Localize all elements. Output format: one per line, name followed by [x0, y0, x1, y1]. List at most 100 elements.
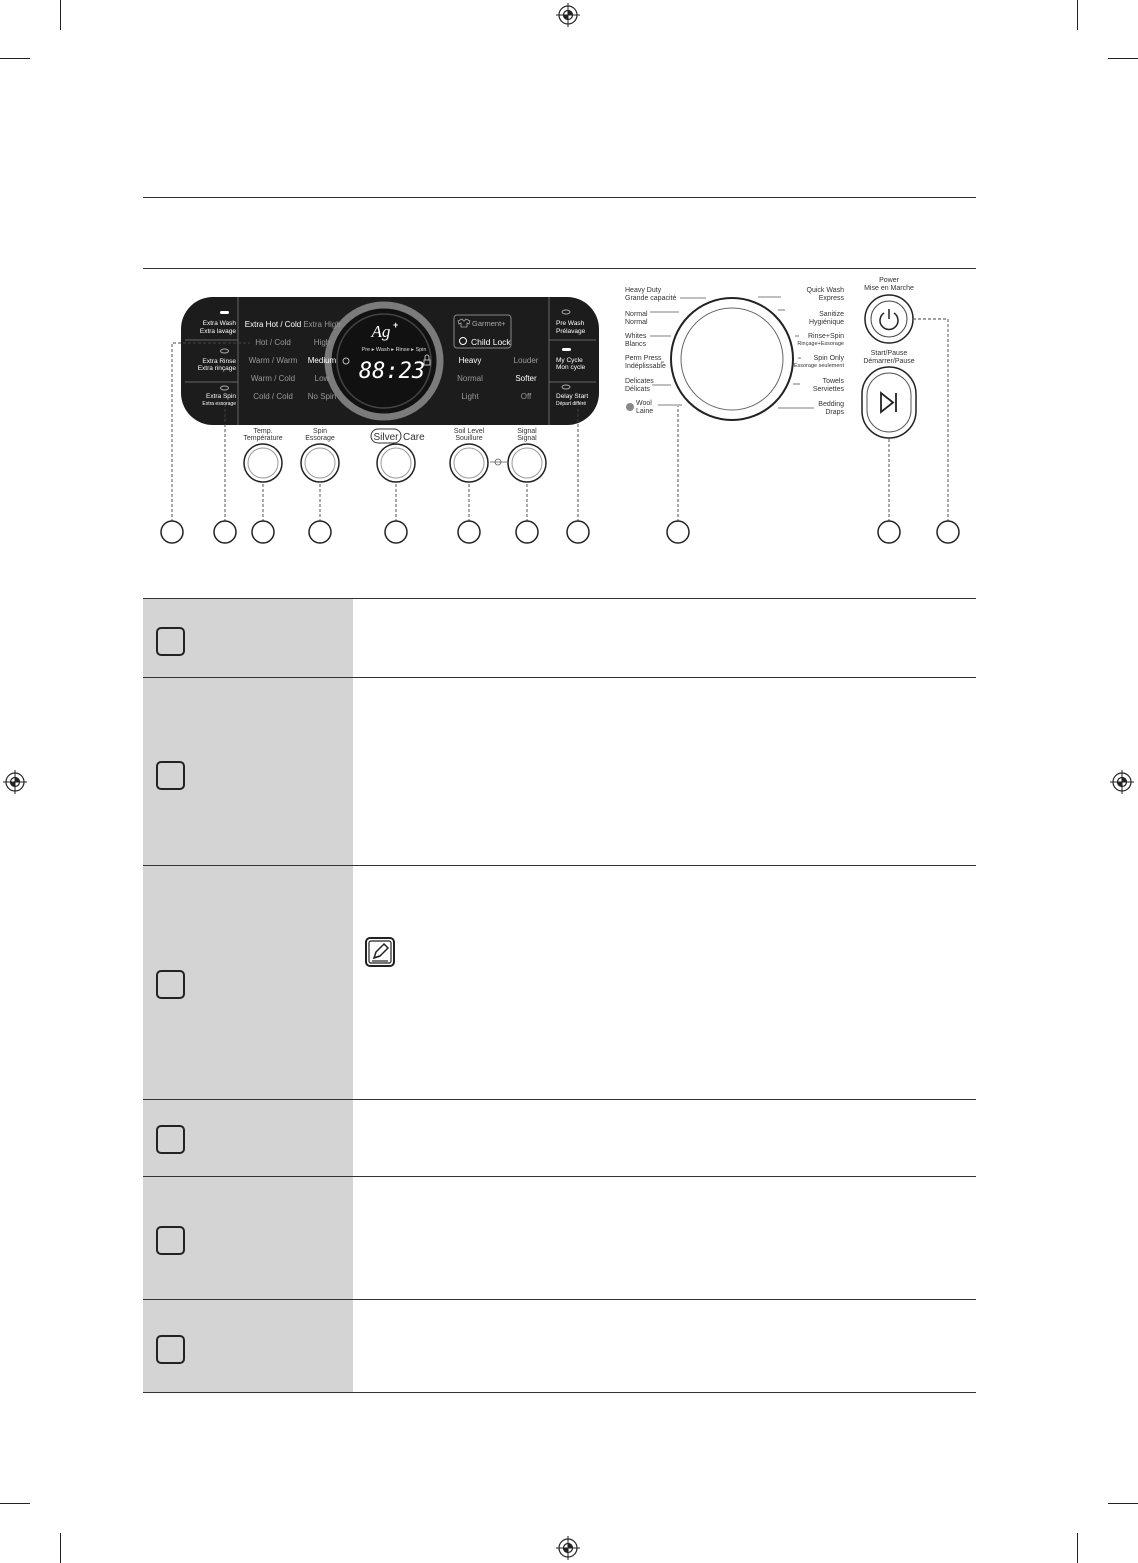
link-icon — [490, 458, 507, 466]
registration-mark-top — [556, 3, 580, 27]
crop-mark — [0, 58, 30, 59]
start-pause-button[interactable] — [862, 367, 916, 438]
delay-start-button[interactable] — [549, 383, 596, 423]
knob-label-soil-fr: Souillure — [455, 435, 482, 442]
dial-label: Express — [819, 295, 845, 302]
crop-mark — [60, 0, 61, 30]
spin-knob[interactable] — [301, 444, 339, 482]
dial-label: Délicats — [625, 386, 650, 393]
spin-level: Medium — [308, 356, 337, 365]
dial-label: Heavy Duty — [625, 287, 662, 294]
power-label-fr: Mise en Marche — [864, 285, 914, 292]
pre-wash-label: Pre Wash — [556, 320, 585, 327]
cycle-selector-dial[interactable] — [671, 298, 793, 420]
extra-wash-fr: Extra lavage — [200, 328, 237, 335]
row-number-box — [156, 1125, 185, 1154]
right-option-indicators — [561, 309, 571, 390]
dial-label: Spin Only — [814, 355, 845, 362]
knob-label-soil: Soil Level — [454, 428, 485, 435]
extra-rinse-button[interactable] — [185, 341, 238, 382]
signal-level: Off — [521, 392, 532, 401]
dial-label: Wool — [636, 400, 652, 407]
dial-leader-lines — [650, 296, 814, 409]
start-label-fr: Démarrer/Pause — [863, 358, 914, 365]
table-row — [143, 1299, 976, 1393]
extra-spin-button[interactable] — [185, 383, 238, 423]
my-cycle-button[interactable] — [549, 341, 596, 382]
display-ring — [324, 301, 444, 421]
soil-level-knob[interactable] — [450, 444, 488, 482]
pre-wash-button[interactable] — [549, 300, 596, 340]
silvercare-silver: Silver — [373, 432, 399, 443]
dial-label: Serviettes — [813, 386, 845, 393]
row-number-box — [156, 627, 185, 656]
wool-icon — [626, 403, 634, 411]
time-display: 88:23 — [359, 359, 425, 384]
garment-shirt-icon — [457, 318, 471, 328]
extra-wash-button[interactable] — [185, 300, 238, 340]
temp-knob[interactable] — [244, 444, 282, 482]
lock-icon — [423, 359, 431, 366]
header-rule-top — [143, 197, 976, 198]
signal-level: Softer — [515, 374, 537, 383]
table-row-header — [143, 678, 353, 866]
dial-label: Rinse+Spin — [808, 333, 844, 340]
row-number-box — [156, 761, 185, 790]
soil-level: Heavy — [459, 356, 482, 365]
dial-label: Delicates — [625, 378, 654, 385]
table-row-header — [143, 1300, 353, 1393]
power-button[interactable] — [865, 295, 913, 343]
dial-label: Laine — [636, 408, 653, 415]
power-icon — [879, 309, 899, 331]
note-icon — [365, 937, 395, 967]
table-row — [143, 1176, 976, 1300]
pre-wash-fr: Prélavage — [556, 328, 586, 335]
row-number-box — [156, 1226, 185, 1255]
dial-label: Rinçage+Essorage — [797, 341, 844, 347]
temp-level: Warm / Cold — [251, 374, 295, 383]
registration-mark-bottom — [556, 1536, 580, 1560]
silvercare-knob[interactable] — [377, 444, 415, 482]
registration-mark-left — [3, 770, 27, 794]
dial-label: Quick Wash — [807, 287, 845, 294]
silvercare-care: Care — [403, 432, 425, 443]
start-label: Start/Pause — [871, 350, 908, 357]
crop-mark — [1108, 58, 1138, 59]
row-number-box — [156, 1335, 185, 1364]
dial-label: Essorage seulement — [794, 363, 845, 369]
dial-label: Perm Press — [625, 355, 662, 362]
table-row — [143, 1099, 976, 1177]
garment-label: Garment+ — [472, 319, 506, 328]
callout-circles — [160, 520, 960, 544]
my-cycle-label: My Cycle — [556, 357, 583, 364]
dial-label: Normal — [625, 319, 648, 326]
table-row-header — [143, 1177, 353, 1300]
dial-label: Indéplissable — [625, 363, 666, 370]
spin-level: Extra High — [303, 320, 340, 329]
delay-start-label: Delay Start — [556, 393, 588, 400]
crop-mark — [1108, 1503, 1138, 1504]
my-cycle-fr: Mon cycle — [556, 364, 586, 371]
soil-level: Normal — [457, 374, 483, 383]
knobs — [243, 443, 547, 483]
ag-plus: + — [393, 320, 398, 330]
dial-label: Normal — [625, 311, 648, 318]
table-row-header — [143, 866, 353, 1100]
delay-start-fr: Départ différé — [556, 401, 586, 407]
signal-knob[interactable] — [508, 444, 546, 482]
table-row — [143, 677, 976, 866]
crop-mark — [0, 1503, 30, 1504]
spin-level: No Spin — [308, 392, 336, 401]
knob-label-spin-fr: Essorage — [305, 435, 335, 442]
power-label: Power — [879, 277, 900, 284]
dial-label: Sanitize — [819, 311, 844, 318]
crop-mark — [1077, 1533, 1078, 1563]
table-bottom-rule — [143, 1392, 976, 1393]
temp-level: Warm / Warm — [249, 356, 298, 365]
extra-rinse-fr: Extra rinçage — [198, 365, 237, 372]
table-row — [143, 865, 976, 1100]
play-pause-icon — [880, 391, 897, 414]
dial-label: Bedding — [818, 401, 844, 408]
